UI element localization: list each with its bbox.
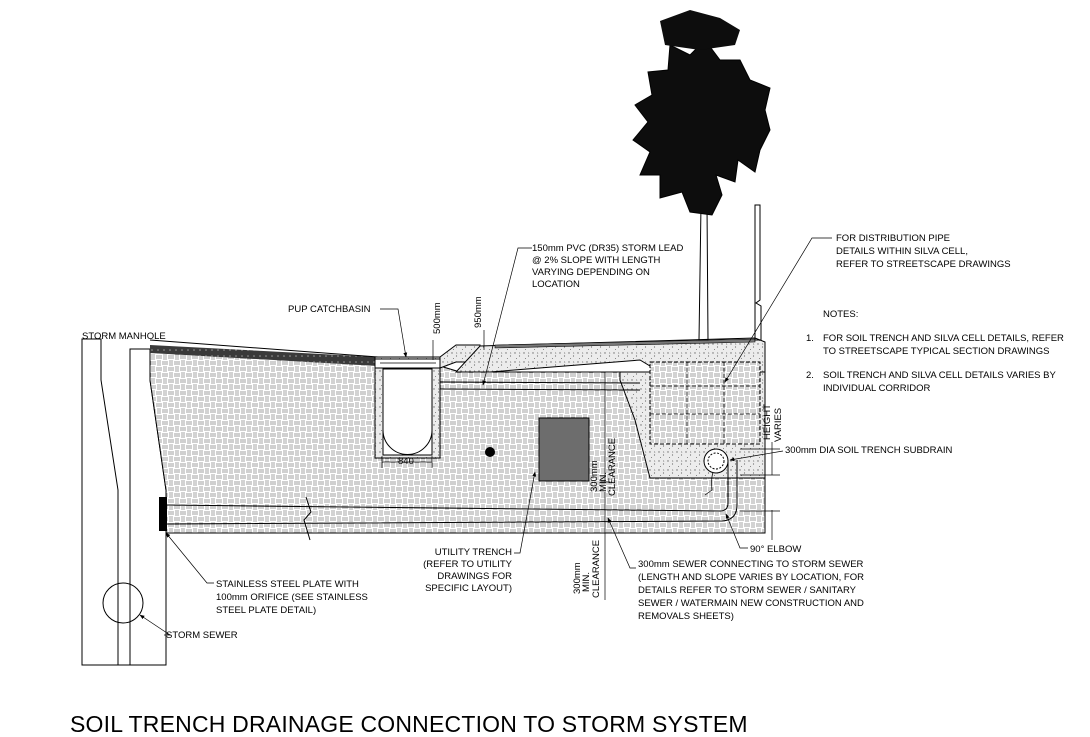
svg-text:MIN.: MIN. xyxy=(598,472,609,492)
svg-text:(LENGTH AND SLOPE VARIES BY LO: (LENGTH AND SLOPE VARIES BY LOCATION, FO… xyxy=(638,572,864,583)
notes-block: NOTES: 1. FOR SOIL TRENCH AND SILVA CELL… xyxy=(806,309,1064,394)
svg-text:REFER TO STREETSCAPE DRAWINGS: REFER TO STREETSCAPE DRAWINGS xyxy=(836,259,1011,270)
stainless-steel-plate xyxy=(159,497,167,531)
svg-text:SOIL TRENCH AND SILVA CELL DET: SOIL TRENCH AND SILVA CELL DETAILS VARIE… xyxy=(823,370,1056,381)
svg-text:DETAILS REFER TO STORM SEWER /: DETAILS REFER TO STORM SEWER / SANITARY xyxy=(638,585,857,596)
label-subdrain: 300mm DIA SOIL TRENCH SUBDRAIN xyxy=(785,445,952,456)
label-clearance-lower: 300mm MIN. CLEARANCE xyxy=(572,540,602,598)
svg-text:TO STREETSCAPE TYPICAL SECTION: TO STREETSCAPE TYPICAL SECTION DRAWINGS xyxy=(823,346,1049,357)
silva-cell-icon xyxy=(649,361,761,445)
dimension-lines xyxy=(381,330,780,600)
svg-text:CLEARANCE: CLEARANCE xyxy=(591,540,602,598)
label-sewer: 300mm SEWER CONNECTING TO STORM SEWER (L… xyxy=(638,559,864,622)
svg-text:HEIGHT: HEIGHT xyxy=(762,404,773,440)
svg-text:(REFER TO UTILITY: (REFER TO UTILITY xyxy=(423,559,513,570)
svg-text:STEEL PLATE DETAIL): STEEL PLATE DETAIL) xyxy=(216,605,316,616)
label-steel-plate: STAINLESS STEEL PLATE WITH 100mm ORIFICE… xyxy=(216,579,368,616)
svg-text:SPECIFIC LAYOUT): SPECIFIC LAYOUT) xyxy=(425,583,512,594)
svg-text:SEWER / WATERMAIN NEW CONSTRUC: SEWER / WATERMAIN NEW CONSTRUCTION AND xyxy=(638,598,864,609)
svg-text:STAINLESS STEEL PLATE WITH: STAINLESS STEEL PLATE WITH xyxy=(216,579,359,590)
svg-text:FOR SOIL TRENCH AND SILVA CELL: FOR SOIL TRENCH AND SILVA CELL DETAILS, … xyxy=(823,333,1064,344)
label-storm-lead: 150mm PVC (DR35) STORM LEAD @ 2% SLOPE W… xyxy=(532,243,683,290)
drawing-title: SOIL TRENCH DRAINAGE CONNECTION TO STORM… xyxy=(70,711,748,737)
svg-text:1.: 1. xyxy=(806,333,814,344)
svg-text:LOCATION: LOCATION xyxy=(532,279,580,290)
utility-trench xyxy=(538,417,590,482)
label-utility-trench: UTILITY TRENCH (REFER TO UTILITY DRAWING… xyxy=(423,547,513,594)
svg-text:150mm PVC (DR35) STORM LEAD: 150mm PVC (DR35) STORM LEAD xyxy=(532,243,683,254)
label-clearance-upper: 300mm MIN. CLEARANCE xyxy=(589,438,618,496)
svg-text:VARYING DEPENDING ON: VARYING DEPENDING ON xyxy=(532,267,650,278)
label-storm-sewer: STORM SEWER xyxy=(166,630,238,641)
label-storm-manhole: STORM MANHOLE xyxy=(82,331,166,342)
storm-sewer-pipe xyxy=(102,582,144,624)
svg-text:UTILITY TRENCH: UTILITY TRENCH xyxy=(435,547,512,558)
svg-text:300mm: 300mm xyxy=(572,562,583,594)
svg-text:VARIES: VARIES xyxy=(773,408,784,442)
dim-500mm: 500mm xyxy=(432,302,443,334)
storm-lead-pipe xyxy=(439,381,641,384)
sewer-pipe xyxy=(165,460,729,512)
svg-text:DRAWINGS FOR: DRAWINGS FOR xyxy=(437,571,512,582)
svg-text:300mm SEWER CONNECTING TO STOR: 300mm SEWER CONNECTING TO STORM SEWER xyxy=(638,559,864,570)
notes-heading: NOTES: xyxy=(823,309,858,320)
label-elbow: 90° ELBOW xyxy=(750,544,801,555)
leader-lines xyxy=(139,237,832,636)
svg-text:CLEARANCE: CLEARANCE xyxy=(607,438,618,496)
svg-text:INDIVIDUAL CORRIDOR: INDIVIDUAL CORRIDOR xyxy=(823,383,930,394)
dim-840: 840 xyxy=(398,456,414,467)
svg-text:FOR DISTRIBUTION PIPE: FOR DISTRIBUTION PIPE xyxy=(836,233,950,244)
svg-text:MIN.: MIN. xyxy=(581,572,592,592)
label-height-varies: HEIGHT VARIES xyxy=(762,404,784,442)
dim-950mm: 950mm xyxy=(473,296,484,328)
catchbasin-icon xyxy=(374,356,441,459)
asphalt-layer xyxy=(150,345,378,366)
label-pup-catchbasin: PUP CATCHBASIN xyxy=(288,304,371,315)
svg-text:300mm: 300mm xyxy=(589,460,600,492)
svg-text:2.: 2. xyxy=(806,370,814,381)
utility-conduit xyxy=(485,447,495,457)
svg-text:100mm ORIFICE (SEE STAINLESS: 100mm ORIFICE (SEE STAINLESS xyxy=(216,592,368,603)
label-distribution-pipe: FOR DISTRIBUTION PIPE DETAILS WITHIN SIL… xyxy=(836,233,1011,270)
svg-text:@ 2% SLOPE WITH LENGTH: @ 2% SLOPE WITH LENGTH xyxy=(532,255,661,266)
svg-text:REMOVALS SHEETS): REMOVALS SHEETS) xyxy=(638,611,734,622)
tree-icon xyxy=(632,10,771,341)
svg-text:DETAILS WITHIN SILVA CELL,: DETAILS WITHIN SILVA CELL, xyxy=(836,246,968,257)
